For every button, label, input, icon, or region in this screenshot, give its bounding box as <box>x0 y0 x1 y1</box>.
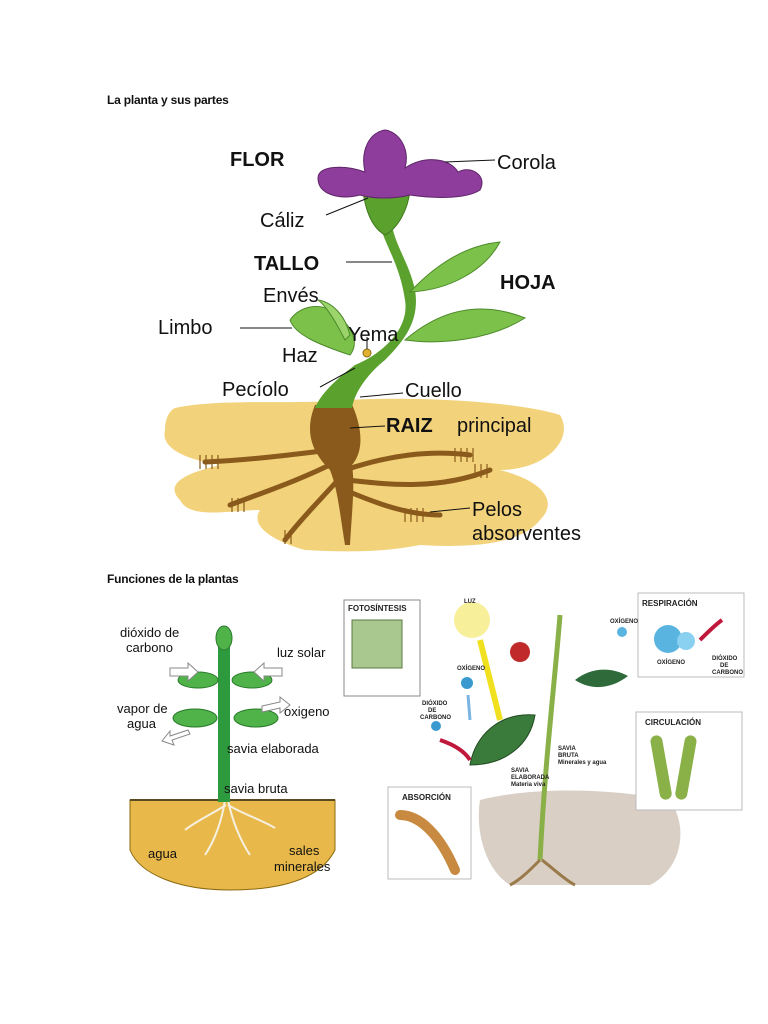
t-savia-bruta1: SAVIA <box>558 746 577 752</box>
sun <box>454 602 490 638</box>
t-savia-elab3: Materia viva <box>511 782 546 788</box>
co2-bubble <box>431 721 441 731</box>
leader-lines <box>240 159 496 513</box>
f-label-savia-bruta: savia bruta <box>224 781 288 796</box>
f-label-vapor: vapor de <box>117 701 168 716</box>
stem-2 <box>218 640 230 802</box>
label-cuello: Cuello <box>405 380 462 402</box>
soil-area <box>164 398 564 552</box>
stem <box>315 225 416 408</box>
f-label-vapor2: agua <box>127 716 157 731</box>
red-flower <box>510 642 530 662</box>
label-pelos: Pelos <box>472 499 522 521</box>
co2-arrow <box>439 738 472 762</box>
t-dioxido2: DE <box>428 708 436 714</box>
bud <box>362 348 372 358</box>
t-fotosintesis: FOTOSÍNTESIS <box>348 604 407 613</box>
t-r-oxigeno2: OXÍGENO <box>657 658 685 666</box>
label-limbo: Limbo <box>158 317 212 339</box>
label-haz: Haz <box>282 345 318 367</box>
label-peciolo: Pecíolo <box>222 379 289 401</box>
label-flor: FLOR <box>230 149 285 171</box>
root-hairs <box>199 448 488 544</box>
t-r-dioxido3: CARBONO <box>712 670 743 676</box>
f-label-minerales: minerales <box>274 859 331 874</box>
f-label-agua: agua <box>148 846 178 861</box>
section-heading-parts: La planta y sus partes <box>107 93 229 107</box>
t-dioxido3: CARBONO <box>420 715 451 721</box>
section-heading-functions: Funciones de la plantas <box>107 572 239 586</box>
leaf-left-back <box>317 299 351 341</box>
t-savia-bruta2: BRUTA <box>558 753 579 759</box>
label-raiz: RAIZ <box>386 415 433 437</box>
big-leaf <box>469 714 536 766</box>
oxygen-arrow <box>466 694 472 721</box>
f-label-luz: luz solar <box>277 645 326 660</box>
main-root <box>310 400 361 545</box>
label-principal: principal <box>457 415 531 437</box>
label-hoja: HOJA <box>500 272 556 294</box>
arrows-2 <box>161 661 291 746</box>
label-yema: Yema <box>348 324 399 346</box>
stem-3 <box>537 614 563 861</box>
ground-3 <box>478 790 681 885</box>
t-oxigeno: OXÍGENO <box>457 664 485 672</box>
t-savia-elab2: ELABORADA <box>511 775 550 781</box>
oxygen-bubble <box>461 677 473 689</box>
t-absorcion: ABSORCIÓN <box>402 793 451 802</box>
light-arrow <box>477 639 503 721</box>
t-r-dioxido1: DIÓXIDO <box>712 654 738 662</box>
secondary-roots <box>202 447 493 543</box>
label-tallo: TALLO <box>254 253 319 275</box>
t-savia-bruta3: Minerales y agua <box>558 760 607 766</box>
label-absorventes: absorventes <box>472 523 581 545</box>
f-label-savia-elaborada: savia elaborada <box>227 741 320 756</box>
f-label-co2b: carbono <box>126 640 173 655</box>
f-label-sales: sales <box>289 843 320 858</box>
label-enves: Envés <box>263 285 319 307</box>
t-circulacion: CIRCULACIÓN <box>645 718 701 727</box>
plant-parts-diagram: FLOR Corola Cáliz TALLO HOJA Envés Limbo… <box>158 129 581 552</box>
soil-bowl <box>129 799 336 891</box>
t-savia-elab1: SAVIA <box>511 768 530 774</box>
roots-2 <box>184 799 276 856</box>
leaf-upper-right <box>408 241 501 293</box>
t-dioxido1: DIÓXIDO <box>422 699 448 707</box>
f-label-co2: dióxido de <box>120 625 179 640</box>
t-respiracion: RESPIRACIÓN <box>642 599 698 608</box>
t-luz: LUZ <box>464 599 476 605</box>
label-caliz: Cáliz <box>260 210 304 232</box>
plant-processes-diagram: FOTOSÍNTESIS LUZ OXÍGENO DIÓXIDO DE CARB… <box>343 592 745 887</box>
corolla <box>317 129 483 199</box>
leaf-top-right <box>575 669 628 688</box>
plant-functions-diagram: dióxido de carbono luz solar vapor de ag… <box>117 625 336 891</box>
leaf-lower-right <box>403 308 527 343</box>
t-r-oxigeno1: OXÍGENO <box>610 617 638 625</box>
label-corola: Corola <box>497 152 557 174</box>
f-label-oxigeno: oxigeno <box>284 704 330 719</box>
t-r-dioxido2: DE <box>720 663 728 669</box>
